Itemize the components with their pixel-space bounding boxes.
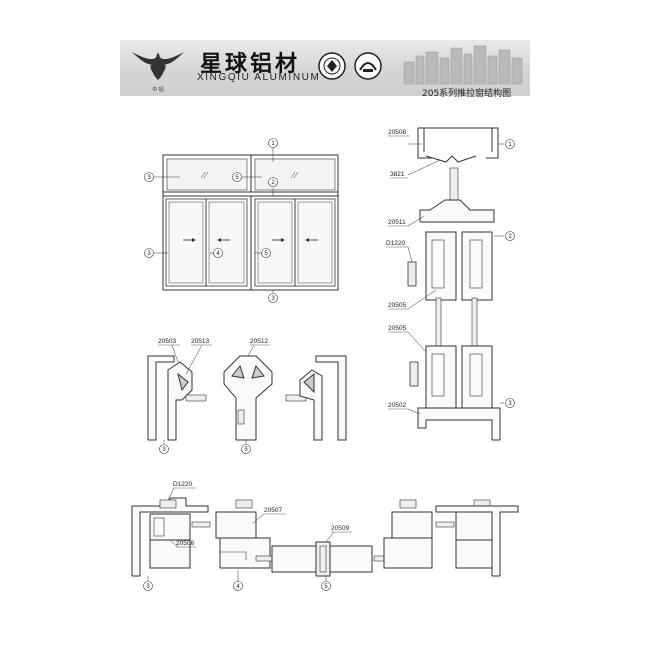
marker-circle: 3 bbox=[143, 581, 153, 591]
label-20502: 20502 bbox=[388, 402, 406, 409]
svg-text:5: 5 bbox=[244, 447, 248, 453]
svg-text:1: 1 bbox=[508, 142, 512, 148]
label-20513: 20513 bbox=[191, 338, 209, 345]
marker-circle: 1 bbox=[268, 138, 278, 148]
svg-text:3: 3 bbox=[271, 296, 275, 302]
label-20506: 20506 bbox=[176, 540, 194, 547]
vertical-section bbox=[407, 127, 501, 441]
quality-seal-icon bbox=[354, 52, 382, 80]
label-20505: 20505 bbox=[388, 325, 406, 332]
horizontal-section-middle bbox=[147, 355, 347, 441]
marker-circle: 4 bbox=[233, 581, 243, 591]
marker-circle: 3 bbox=[505, 398, 515, 408]
label-20505: 20505 bbox=[388, 302, 406, 309]
marker-group: 1 3 5 2 3 4 5 3 1 2 3 3 5 3 4 5 bbox=[143, 138, 515, 591]
profile-labels: 20508 3821 20511 D1220 20505 20505 20502… bbox=[158, 129, 410, 548]
brand-name-en: XINGQIU ALUMINUM bbox=[197, 72, 321, 83]
certification-seal-icon bbox=[318, 52, 346, 80]
label-d1220: D1220 bbox=[386, 240, 406, 247]
marker-circle: 5 bbox=[241, 444, 251, 454]
svg-text:3: 3 bbox=[146, 584, 150, 590]
label-20511: 20511 bbox=[388, 219, 406, 226]
svg-text:4: 4 bbox=[236, 584, 240, 590]
marker-circle: 4 bbox=[213, 248, 223, 258]
label-d1220: D1220 bbox=[173, 481, 193, 488]
brand-name-cn: 星球铝材 bbox=[200, 52, 301, 77]
marker-circle: 3 bbox=[144, 248, 154, 258]
svg-text:3: 3 bbox=[162, 447, 166, 453]
marker-circle: 2 bbox=[268, 177, 278, 187]
sheet-title: 205系列推拉窗结构图 bbox=[422, 89, 512, 99]
svg-text:3: 3 bbox=[147, 175, 151, 181]
label-20512: 20512 bbox=[250, 338, 268, 345]
svg-text:3: 3 bbox=[147, 251, 151, 257]
eagle-logo-icon bbox=[132, 52, 184, 80]
label-20509: 20509 bbox=[331, 525, 349, 532]
label-3821: 3821 bbox=[390, 171, 405, 178]
marker-circle: 5 bbox=[321, 581, 331, 591]
window-elevation bbox=[162, 154, 339, 291]
marker-circle: 5 bbox=[261, 248, 271, 258]
marker-circle: 2 bbox=[505, 231, 515, 241]
skyline-illustration bbox=[403, 45, 523, 85]
label-20508: 20508 bbox=[388, 129, 406, 136]
svg-text:2: 2 bbox=[271, 180, 275, 186]
marker-circle: 3 bbox=[144, 172, 154, 182]
label-20503: 20503 bbox=[158, 338, 176, 345]
svg-text:4: 4 bbox=[216, 251, 220, 257]
logo-caption: 中 铝 bbox=[152, 86, 164, 93]
horizontal-section-bottom bbox=[131, 497, 519, 577]
marker-circle: 3 bbox=[268, 293, 278, 303]
svg-text:1: 1 bbox=[271, 141, 275, 147]
svg-text:5: 5 bbox=[264, 251, 268, 257]
marker-circle: 5 bbox=[232, 172, 242, 182]
marker-circle: 1 bbox=[505, 139, 515, 149]
marker-circle: 3 bbox=[159, 444, 169, 454]
svg-text:2: 2 bbox=[508, 234, 512, 240]
label-20507: 20507 bbox=[264, 507, 282, 514]
svg-text:5: 5 bbox=[235, 175, 239, 181]
svg-text:5: 5 bbox=[324, 584, 328, 590]
svg-text:3: 3 bbox=[508, 401, 512, 407]
